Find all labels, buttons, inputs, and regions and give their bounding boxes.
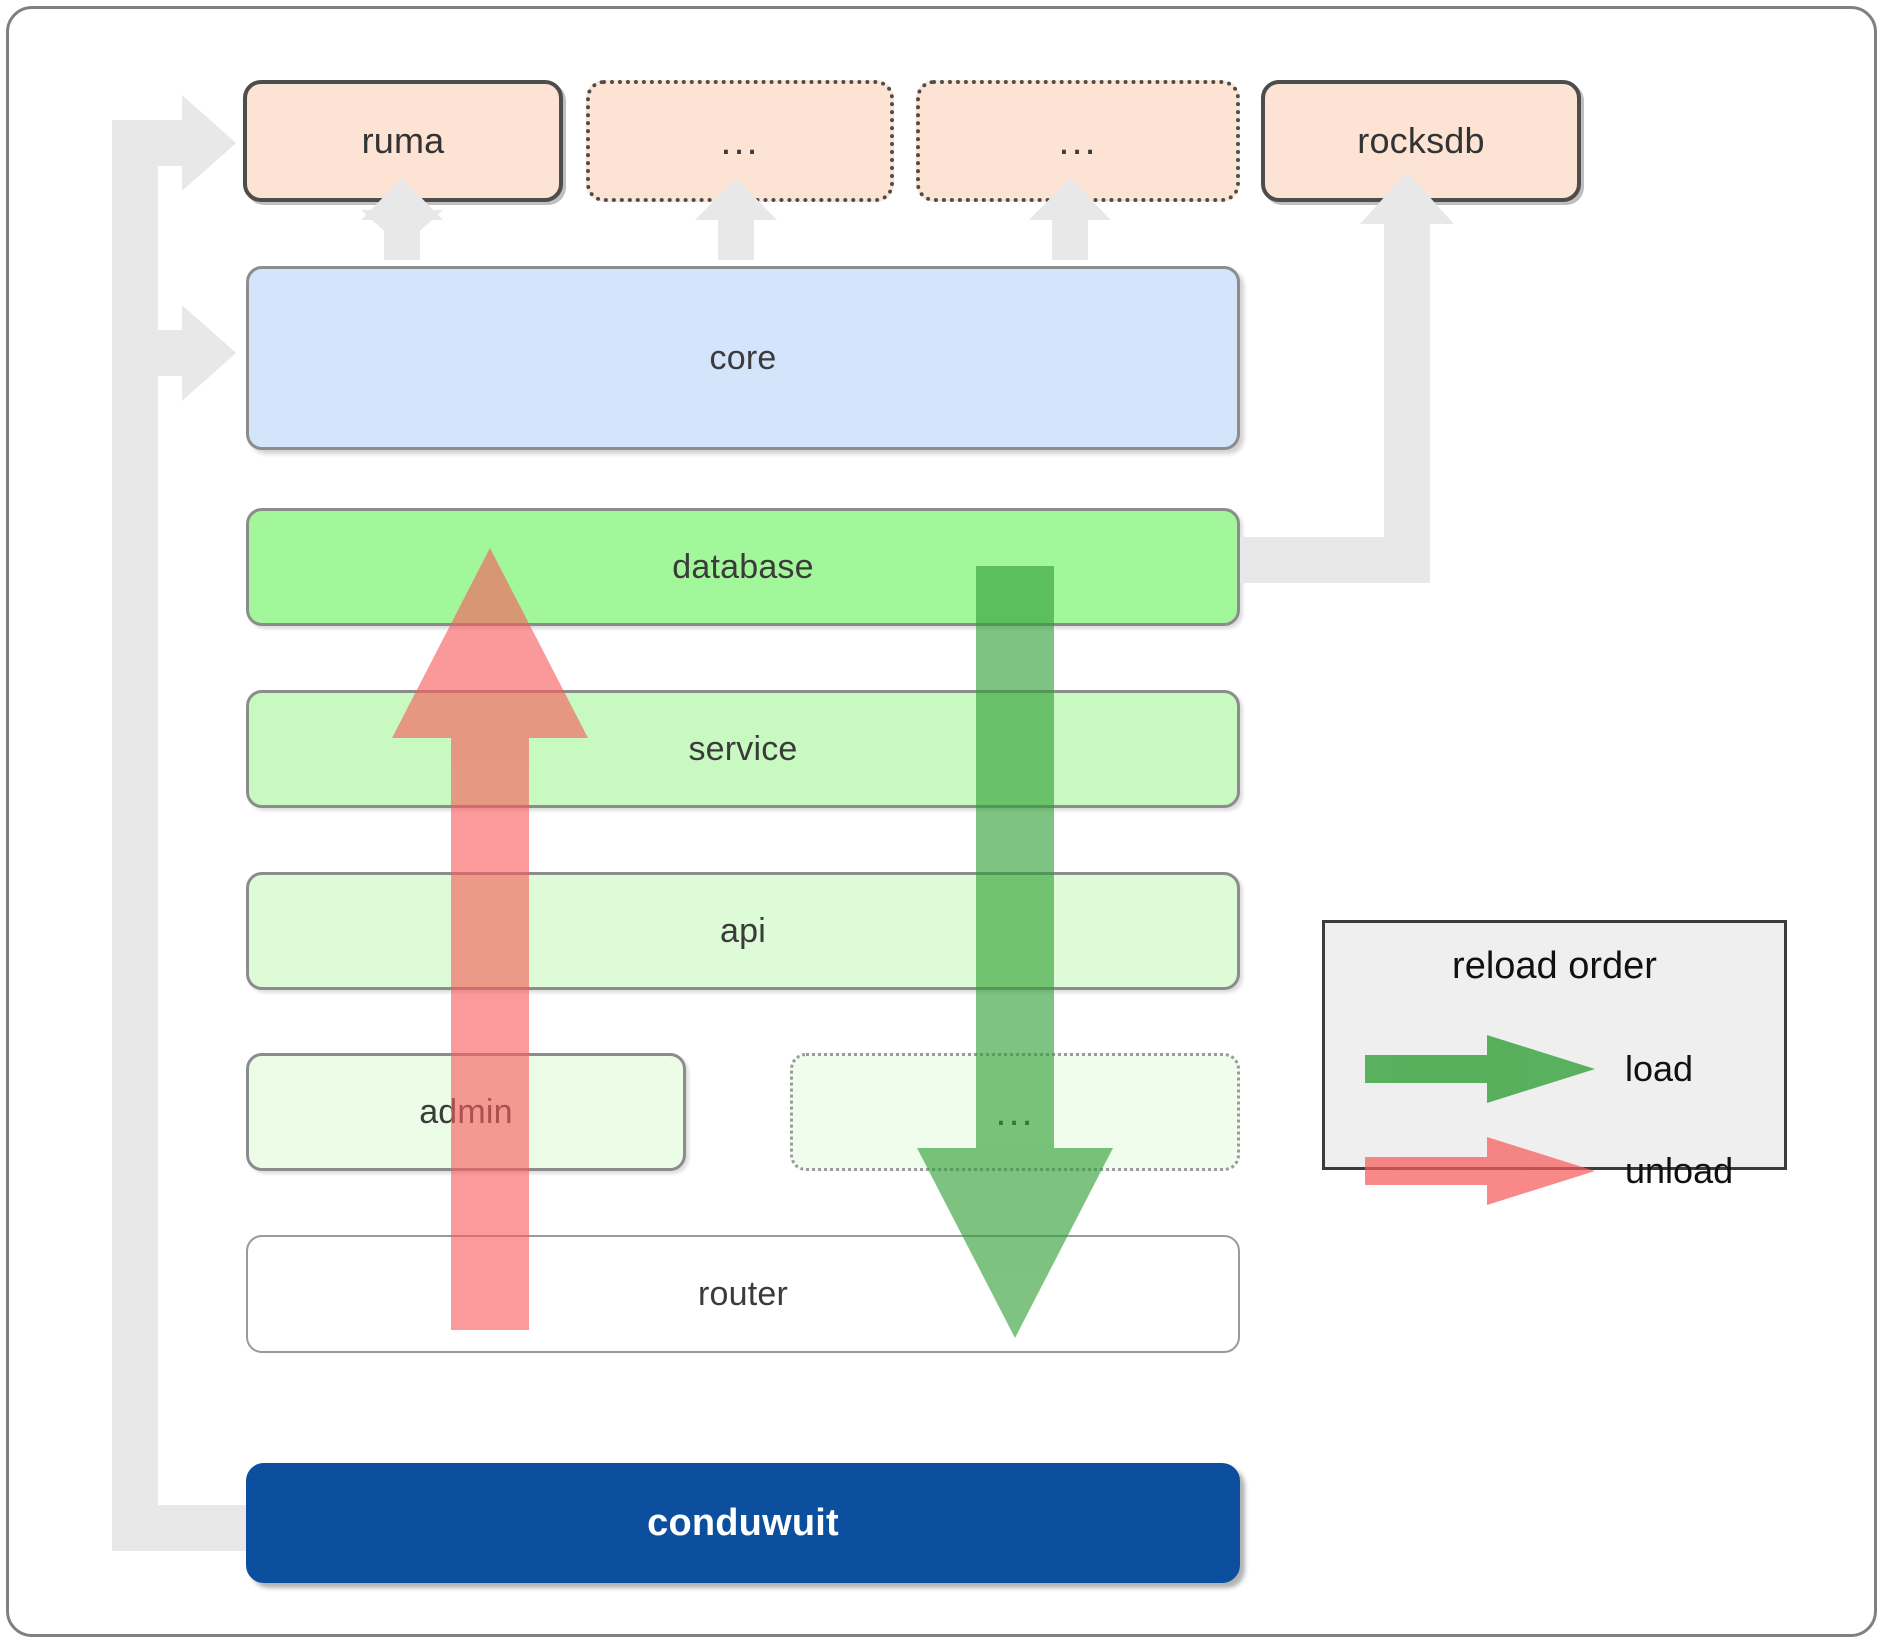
dependency-label: ... [720, 119, 760, 163]
layer-label: core [709, 338, 777, 377]
legend-row-load: load [1325, 1033, 1784, 1105]
layer-label: database [672, 547, 814, 586]
legend-label-unload: unload [1625, 1150, 1734, 1191]
layer-label: ... [995, 1090, 1035, 1134]
legend-label-load: load [1625, 1048, 1694, 1089]
dependency-box-placeholder-2[interactable]: ... [916, 80, 1240, 202]
dependency-label: rocksdb [1357, 120, 1485, 161]
layer-label: service [688, 729, 798, 768]
diagram-frame [6, 6, 1877, 1637]
legend-title: reload order [1452, 945, 1657, 987]
layer-box-router[interactable]: router [246, 1235, 1240, 1353]
layer-label: admin [419, 1092, 513, 1131]
layer-box-database[interactable]: database [246, 508, 1240, 626]
dependency-box-ruma[interactable]: ruma [243, 80, 563, 202]
layer-box-admin[interactable]: admin [246, 1053, 686, 1171]
legend-row-unload: unload [1325, 1135, 1784, 1207]
layer-box-api[interactable]: api [246, 872, 1240, 990]
legend-panel: reload order load unload [1322, 920, 1787, 1205]
layer-box-core[interactable]: core [246, 266, 1240, 450]
load-legend-icon [1365, 1035, 1595, 1103]
unload-legend-icon [1365, 1137, 1595, 1205]
layer-box-placeholder[interactable]: ... [790, 1053, 1240, 1171]
executable-box-conduwuit[interactable]: conduwuit [246, 1463, 1240, 1583]
layer-label: api [720, 911, 766, 950]
dependency-label: ... [1058, 119, 1098, 163]
dependency-box-placeholder-1[interactable]: ... [586, 80, 894, 202]
executable-label: conduwuit [647, 1501, 839, 1544]
layer-box-service[interactable]: service [246, 690, 1240, 808]
dependency-box-rocksdb[interactable]: rocksdb [1261, 80, 1581, 202]
layer-label: router [697, 1274, 789, 1313]
dependency-label: ruma [361, 120, 445, 161]
